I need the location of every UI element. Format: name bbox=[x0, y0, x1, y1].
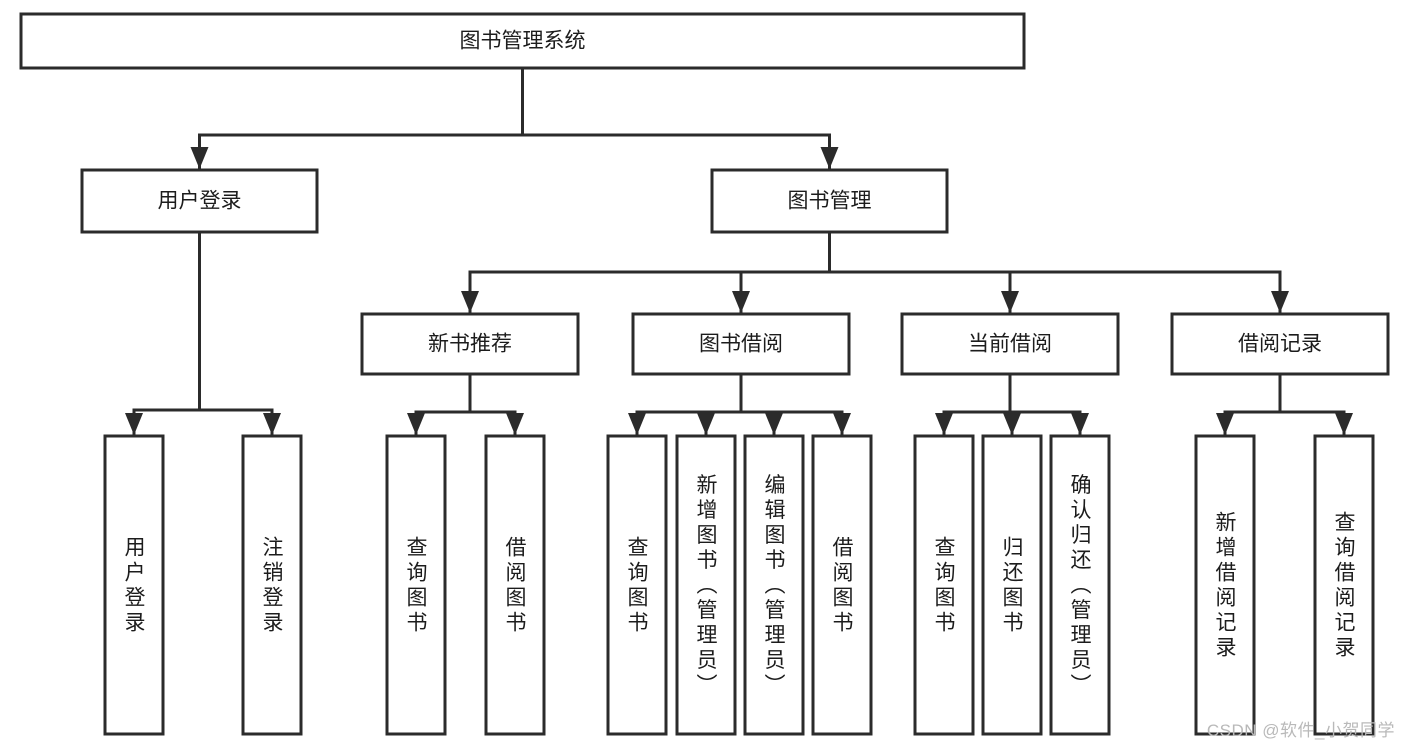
node-leaf-user-logout-box bbox=[241, 434, 303, 736]
node-leaf-return-book-label: 归还图书 bbox=[1003, 537, 1024, 635]
node-leaf-borrow-book-2-box bbox=[811, 434, 873, 736]
node-new-book-rec[interactable]: 新书推荐 bbox=[360, 312, 580, 376]
node-leaf-borrow-book-1[interactable]: 借阅图书 bbox=[484, 434, 546, 736]
node-leaf-query-book-2[interactable]: 查询图书 bbox=[606, 434, 668, 736]
node-leaf-query-book-3-label: 查询图书 bbox=[935, 537, 956, 635]
node-leaf-add-book[interactable]: 新增图书︵管理员︶ bbox=[675, 434, 737, 736]
node-book-manage-label: 图书管理 bbox=[788, 190, 872, 213]
nodes-layer: 图书管理系统用户登录图书管理新书推荐图书借阅当前借阅借阅记录用户登录注销登录查询… bbox=[19, 12, 1390, 736]
node-leaf-confirm-return-label: 确认归还︵管理员︶ bbox=[1071, 474, 1092, 697]
node-leaf-add-record-label: 新增借阅记录 bbox=[1216, 512, 1237, 660]
node-leaf-user-logout-label: 注销登录 bbox=[263, 537, 284, 635]
node-leaf-user-logout[interactable]: 注销登录 bbox=[241, 434, 303, 736]
node-leaf-query-book-1-box bbox=[385, 434, 447, 736]
node-leaf-borrow-book-2[interactable]: 借阅图书 bbox=[811, 434, 873, 736]
node-leaf-query-book-2-label: 查询图书 bbox=[628, 537, 649, 635]
node-leaf-edit-book-label: 编辑图书︵管理员︶ bbox=[765, 474, 786, 697]
node-leaf-confirm-return[interactable]: 确认归还︵管理员︶ bbox=[1049, 434, 1111, 736]
node-root-system-label: 图书管理系统 bbox=[460, 30, 586, 53]
node-root-system[interactable]: 图书管理系统 bbox=[19, 12, 1026, 70]
node-leaf-confirm-return-box bbox=[1049, 434, 1111, 736]
node-book-borrow-box bbox=[631, 312, 851, 376]
node-book-manage[interactable]: 图书管理 bbox=[710, 168, 949, 234]
node-borrow-record-label: 借阅记录 bbox=[1238, 333, 1322, 356]
node-leaf-user-login-box bbox=[103, 434, 165, 736]
node-new-book-rec-label: 新书推荐 bbox=[428, 333, 512, 356]
node-user-login-box bbox=[80, 168, 319, 234]
node-book-borrow-label: 图书借阅 bbox=[699, 333, 783, 356]
node-leaf-user-login[interactable]: 用户登录 bbox=[103, 434, 165, 736]
node-leaf-borrow-book-2-label: 借阅图书 bbox=[833, 537, 854, 635]
node-leaf-return-book-box bbox=[981, 434, 1043, 736]
node-borrow-record-box bbox=[1170, 312, 1390, 376]
node-user-login-label: 用户登录 bbox=[158, 190, 242, 213]
edges-layer bbox=[125, 66, 1353, 437]
node-leaf-edit-book-box bbox=[743, 434, 805, 736]
node-current-borrow-box bbox=[900, 312, 1120, 376]
node-leaf-edit-book[interactable]: 编辑图书︵管理员︶ bbox=[743, 434, 805, 736]
node-leaf-borrow-book-1-box bbox=[484, 434, 546, 736]
node-leaf-query-book-2-box bbox=[606, 434, 668, 736]
node-book-borrow[interactable]: 图书借阅 bbox=[631, 312, 851, 376]
node-new-book-rec-box bbox=[360, 312, 580, 376]
node-current-borrow-label: 当前借阅 bbox=[968, 333, 1052, 356]
node-leaf-query-record[interactable]: 查询借阅记录 bbox=[1313, 434, 1375, 736]
node-current-borrow[interactable]: 当前借阅 bbox=[900, 312, 1120, 376]
node-leaf-query-book-1[interactable]: 查询图书 bbox=[385, 434, 447, 736]
node-leaf-query-book-3-box bbox=[913, 434, 975, 736]
node-leaf-query-record-label: 查询借阅记录 bbox=[1335, 512, 1356, 660]
node-root-system-box bbox=[19, 12, 1026, 70]
node-leaf-add-record[interactable]: 新增借阅记录 bbox=[1194, 434, 1256, 736]
node-leaf-query-record-box bbox=[1313, 434, 1375, 736]
node-leaf-query-book-3[interactable]: 查询图书 bbox=[913, 434, 975, 736]
node-leaf-add-book-box bbox=[675, 434, 737, 736]
node-borrow-record[interactable]: 借阅记录 bbox=[1170, 312, 1390, 376]
node-book-manage-box bbox=[710, 168, 949, 234]
node-user-login[interactable]: 用户登录 bbox=[80, 168, 319, 234]
node-leaf-add-record-box bbox=[1194, 434, 1256, 736]
watermark-label: CSDN @软件_小贺同学 bbox=[1206, 721, 1395, 740]
node-leaf-borrow-book-1-label: 借阅图书 bbox=[506, 537, 527, 635]
node-leaf-query-book-1-label: 查询图书 bbox=[407, 537, 428, 635]
node-leaf-user-login-label: 用户登录 bbox=[125, 537, 146, 635]
node-leaf-return-book[interactable]: 归还图书 bbox=[981, 434, 1043, 736]
node-leaf-add-book-label: 新增图书︵管理员︶ bbox=[697, 474, 718, 697]
